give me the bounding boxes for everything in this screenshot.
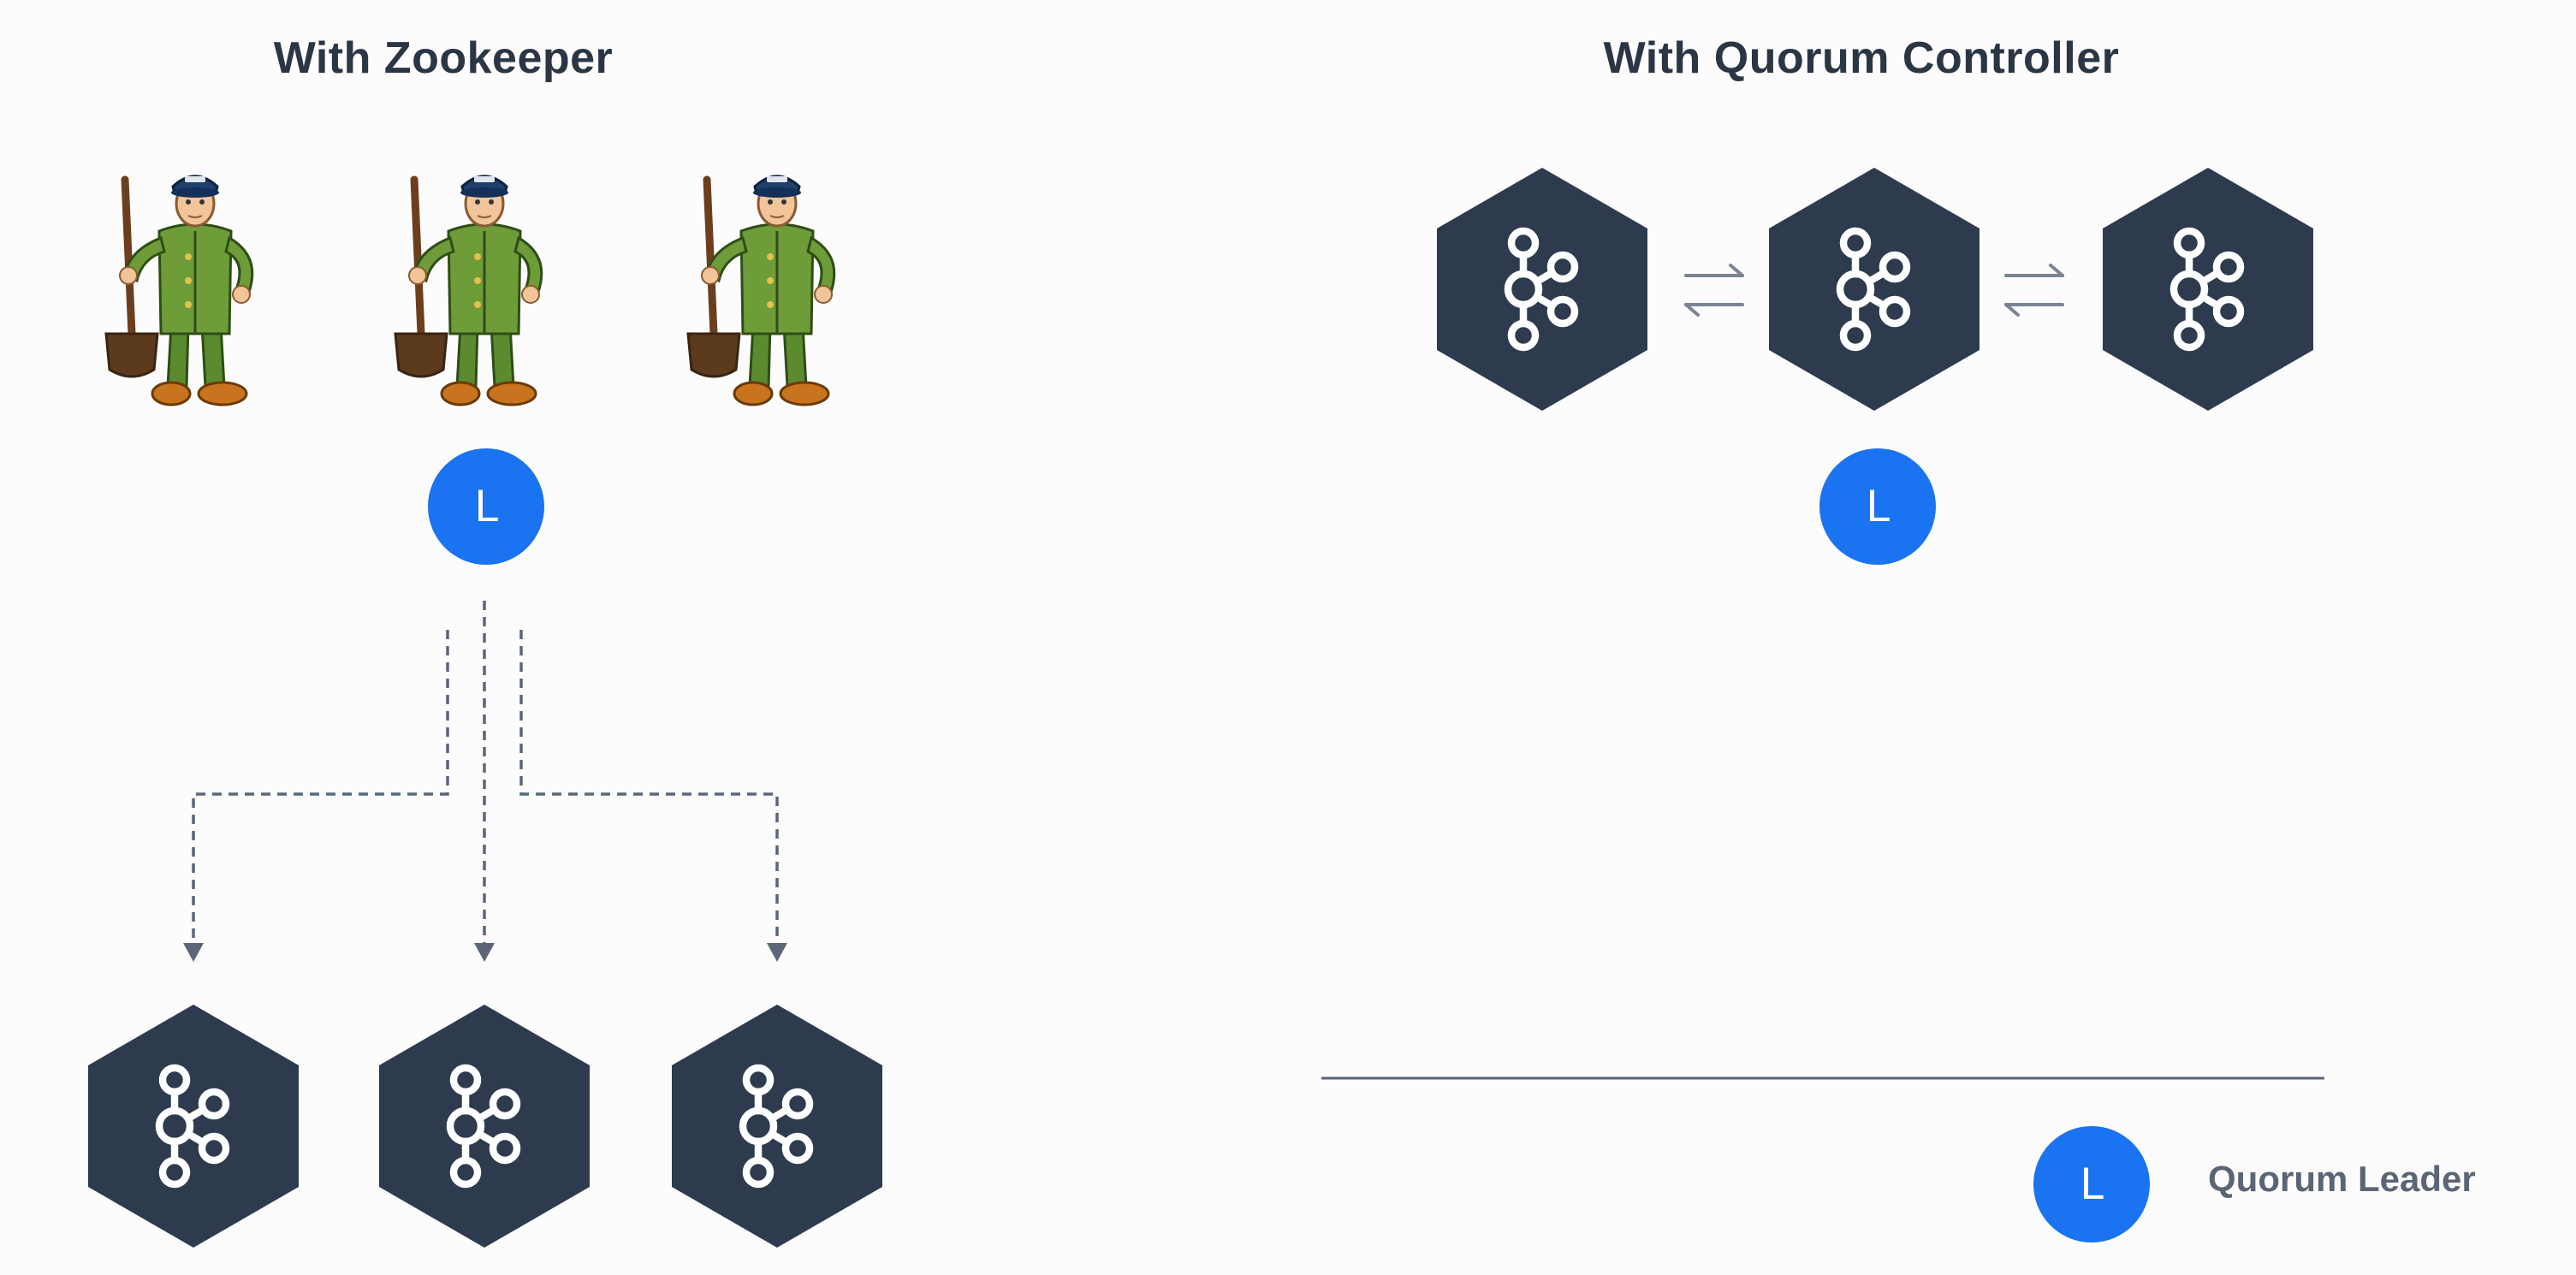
arrowhead-center	[474, 943, 495, 962]
kafka-controller-hexagon	[2103, 168, 2313, 411]
connector-left	[192, 630, 449, 950]
zookeeper-figure	[688, 176, 834, 405]
kafka-controller-hexagon	[1769, 168, 1979, 411]
zookeeper-title: With Zookeeper	[273, 33, 614, 83]
bidirectional-arrow-icon	[2004, 264, 2064, 317]
kafka-broker-hexagon	[379, 1005, 590, 1248]
quorum-controller-title: With Quorum Controller	[1603, 33, 2120, 83]
zookeeper-leader-badge: L	[428, 448, 544, 565]
connector-right	[519, 630, 779, 950]
legend-label: Quorum Leader	[2208, 1159, 2476, 1199]
legend-leader-badge: L	[2033, 1126, 2150, 1242]
arrowhead-left	[183, 943, 204, 962]
leader-to-broker-connectors	[192, 601, 779, 950]
kafka-controller-hexagon	[1437, 168, 1647, 411]
bidirectional-arrow-icon	[1684, 264, 1744, 317]
kafka-broker-hexagon	[88, 1005, 299, 1248]
zookeeper-figure	[395, 176, 542, 405]
replication-arrows	[1684, 264, 2064, 317]
arrowhead-right	[767, 943, 787, 962]
kafka-broker-hexagon	[672, 1005, 882, 1248]
connector-arrowheads	[183, 943, 787, 962]
quorum-leader-badge: L	[1819, 448, 1936, 565]
zookeeper-figure	[106, 176, 252, 405]
